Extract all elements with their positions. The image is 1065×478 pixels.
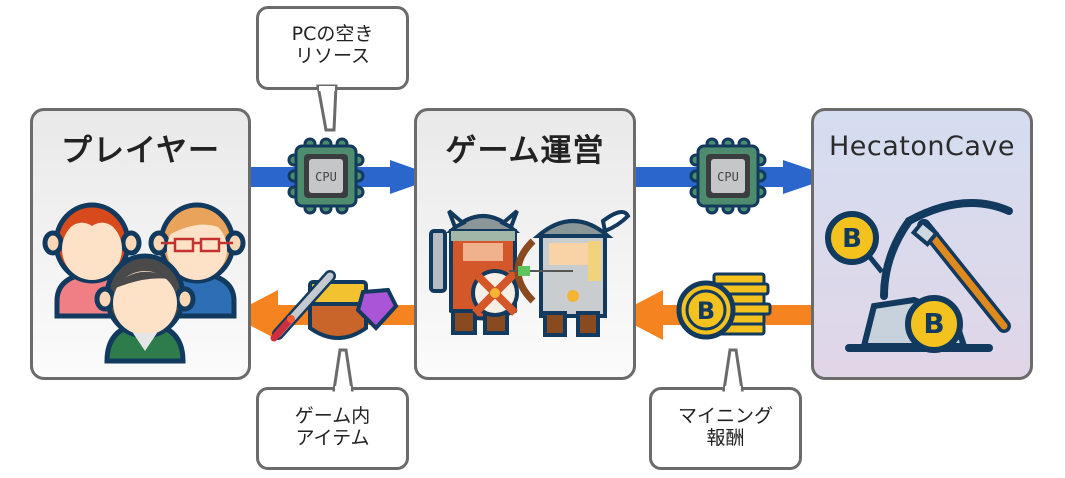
bitcoin-pickaxe-icon: B B [825,199,1013,353]
people-group-icon [42,202,246,364]
bitcoin-stack-icon: B [676,272,772,340]
game-operation-node: ゲーム運営 [414,108,636,380]
treasure-chest-sword-gem-icon [270,270,399,342]
coin-symbol: B [697,297,715,325]
callout-line: ゲーム内 [294,405,371,427]
callout-line: 報酬 [706,427,745,449]
hecaton-cave-node: HecatonCave B B [811,108,1033,380]
cpu-label: CPU [717,170,739,184]
players-title: プレイヤー [60,133,221,169]
cpu-chip-icon: CPU [287,137,365,215]
coin-symbol: B [842,224,862,254]
callout-pointer [316,84,338,132]
hecaton-cave-logo: HecatonCave [828,131,1015,162]
callout-game-items: ゲーム内 アイテム [256,387,409,470]
coin-symbol: B [923,307,944,340]
callout-pointer [722,348,744,394]
callout-mining-reward: マイニング 報酬 [649,387,802,470]
callout-line: アイテム [295,427,370,449]
callout-pointer [332,348,354,394]
cpu-chip-icon: CPU [689,137,767,215]
game-operation-title: ゲーム運営 [445,133,605,169]
callout-pc-resources: PCの空き リソース [256,6,409,90]
cpu-label: CPU [315,170,337,184]
callout-line: マイニング [677,405,773,427]
callout-line: リソース [294,45,371,67]
viking-characters-icon [429,209,631,337]
players-node: プレイヤー [30,108,251,380]
callout-line: PCの空き [291,23,374,45]
